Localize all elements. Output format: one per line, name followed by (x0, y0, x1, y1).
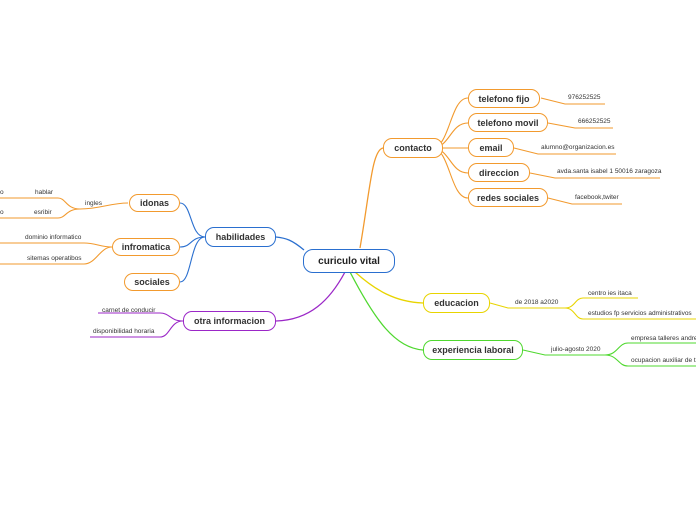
topic-otra-informacion[interactable]: otra informacion (183, 311, 276, 331)
topic-redes-sociales[interactable]: redes sociales (468, 188, 548, 207)
leaf-empresa[interactable]: empresa talleres andre (631, 335, 696, 342)
leaf-experiencia-fechas[interactable]: julio-agosto 2020 (551, 346, 601, 353)
leaf-email[interactable]: alumno@organizacion.es (541, 144, 615, 151)
connector-habilidades (275, 236, 305, 251)
leaf-escribir[interactable]: esribir (34, 209, 52, 216)
leaf-puesto[interactable]: ocupacion auxiliar de ta (631, 357, 696, 364)
connector-experiencia (349, 271, 424, 351)
leaf-redes-sociales[interactable]: facebook,twiter (575, 194, 619, 201)
topic-telefono-movil[interactable]: telefono movil (468, 113, 548, 132)
topic-experiencia-laboral[interactable]: experiencia laboral (423, 340, 523, 360)
leaf-sistemas-operativos[interactable]: sitemas operatibos (27, 255, 82, 262)
connector-contacto (359, 147, 384, 249)
topic-habilidades[interactable]: habilidades (205, 227, 276, 247)
leaf-educacion-fechas[interactable]: de 2018 a2020 (515, 299, 559, 306)
topic-contacto[interactable]: contacto (383, 138, 443, 158)
leaf-dominio-informatico[interactable]: dominio informatico (25, 234, 82, 241)
topic-idiomas[interactable]: idonas (129, 194, 180, 212)
topic-email[interactable]: email (468, 138, 514, 157)
topic-direccion[interactable]: direccion (468, 163, 530, 182)
leaf-centro[interactable]: centro ies itaca (588, 290, 632, 297)
leaf-ingles[interactable]: ingles (85, 200, 102, 207)
topic-sociales[interactable]: sociales (124, 273, 180, 291)
leaf-estudios[interactable]: estudios fp servicios administrativos (588, 310, 692, 317)
topic-educacion[interactable]: educacion (423, 293, 490, 313)
leaf-cut-bottom[interactable]: o (0, 209, 4, 216)
leaf-carnet[interactable]: carnet de conducir (102, 307, 156, 314)
connector-otra-informacion (275, 271, 346, 322)
central-topic[interactable]: curiculo vital (303, 249, 395, 273)
connector-educacion (354, 271, 424, 304)
leaf-telefono-movil[interactable]: 666252525 (578, 118, 611, 125)
topic-informatica[interactable]: infromatica (112, 238, 180, 256)
leaf-telefono-fijo[interactable]: 976252525 (568, 94, 601, 101)
leaf-disponibilidad[interactable]: disponibilidad horaria (93, 328, 155, 335)
leaf-direccion[interactable]: avda.santa isabel 1 50016 zaragoza (557, 168, 662, 175)
leaf-hablar[interactable]: hablar (35, 189, 54, 196)
topic-telefono-fijo[interactable]: telefono fijo (468, 89, 540, 108)
leaf-cut-top[interactable]: o (0, 189, 4, 196)
